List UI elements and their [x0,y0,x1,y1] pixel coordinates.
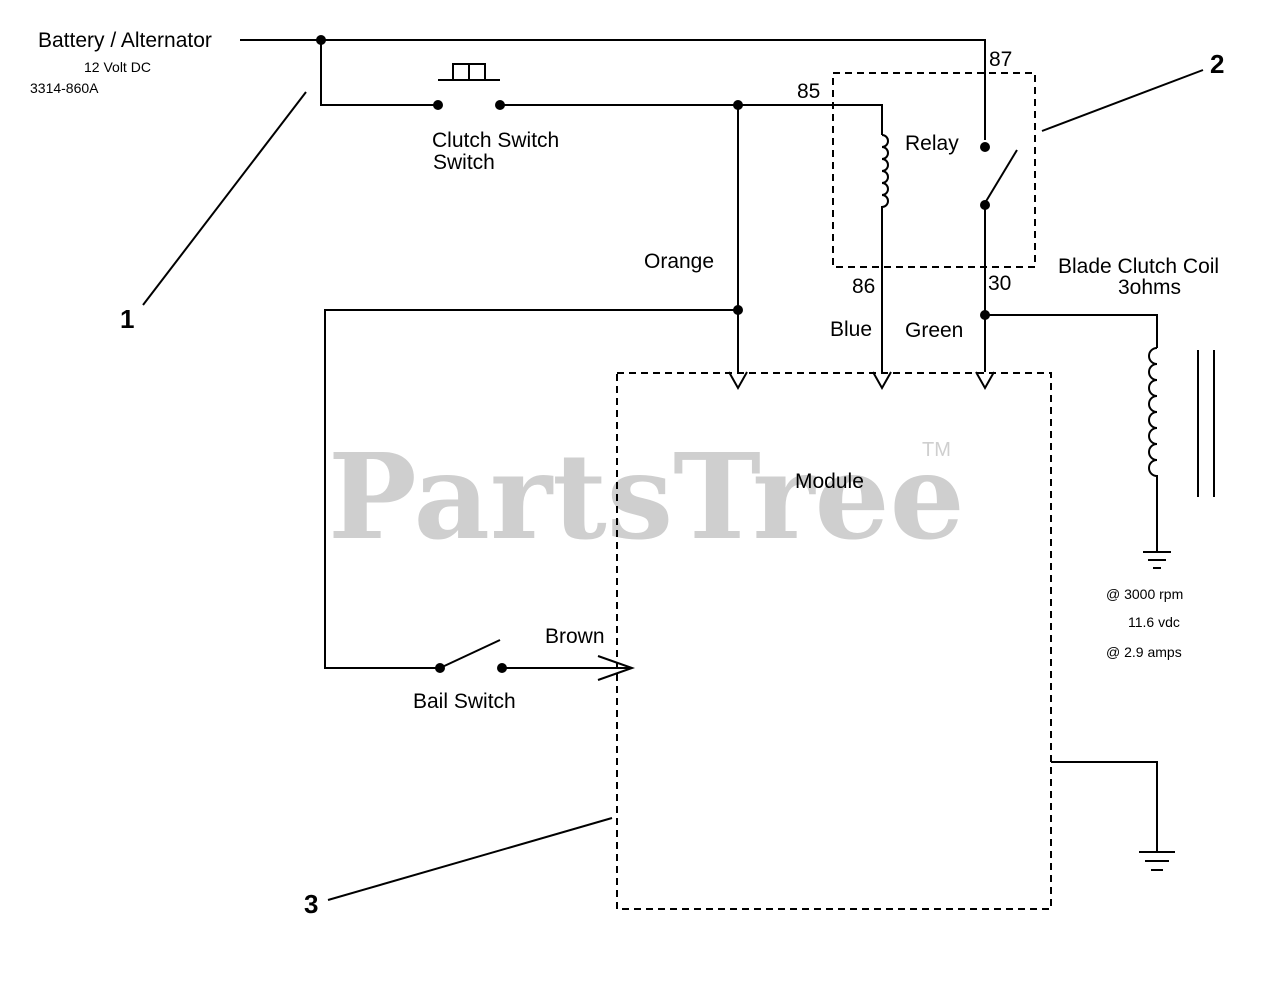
battery-alternator-label: Battery / Alternator [38,29,212,52]
green-wire-label: Green [905,319,963,342]
callout-2-leader [1041,69,1204,132]
relay-coil-icon [881,134,889,372]
watermark-text: PartsTree [328,427,965,566]
module-label: Module [795,470,864,493]
voltage-label: 12 Volt DC [84,59,151,75]
coil-core-lines [1197,350,1215,497]
clutch-switch-label: Clutch Switch [432,129,559,152]
module-ground-icon [1139,851,1175,871]
module-ground-wire [1051,761,1158,852]
terminal-85-label: 85 [797,80,820,103]
battery-main-wire [240,39,986,140]
bail-switch-label: Bail Switch [413,690,516,713]
relay-switch-arm [984,149,1018,204]
terminal-30-label: 30 [988,272,1011,295]
orange-arrow [728,371,748,391]
green-arrow [975,371,995,391]
clutch-switch [433,63,505,110]
blade-clutch-coil-icon [1148,347,1158,552]
callout-3: 3 [304,889,318,919]
part-number-label: 3314-860A [30,80,99,96]
terminal-86-label: 86 [852,275,875,298]
spec-vdc-label: 11.6 vdc [1128,614,1180,630]
relay-contact-87-dot [980,142,990,152]
callout-3-leader [327,817,613,901]
coil-ground-icon [1143,551,1171,569]
bail-feed-wire [324,309,738,669]
coil-resistance-label: 3ohms [1118,276,1181,299]
blade-clutch-coil-label: Blade Clutch Coil [1058,255,1219,278]
brown-arrow [597,655,636,681]
orange-wire-label: Orange [644,250,714,273]
spec-amps-label: @ 2.9 amps [1106,644,1182,660]
brown-wire-label: Brown [545,625,605,648]
clutch-switch-label-2: Switch [433,151,495,174]
clutch-to-relay-wire [500,104,883,135]
battery-to-clutch-wire [320,40,438,106]
relay-box [832,72,1036,268]
coil-feed-wire [985,314,1158,348]
watermark-trademark: TM [922,439,951,461]
callout-2: 2 [1210,49,1224,79]
blue-arrow [872,371,892,391]
blue-wire-label: Blue [830,318,872,341]
module-box [616,372,1052,910]
callout-1: 1 [120,304,134,334]
callout-1-leader [142,91,307,306]
spec-rpm-label: @ 3000 rpm [1106,586,1183,602]
terminal-87-label: 87 [989,48,1012,71]
relay-label: Relay [905,132,959,155]
bail-switch [435,639,507,673]
